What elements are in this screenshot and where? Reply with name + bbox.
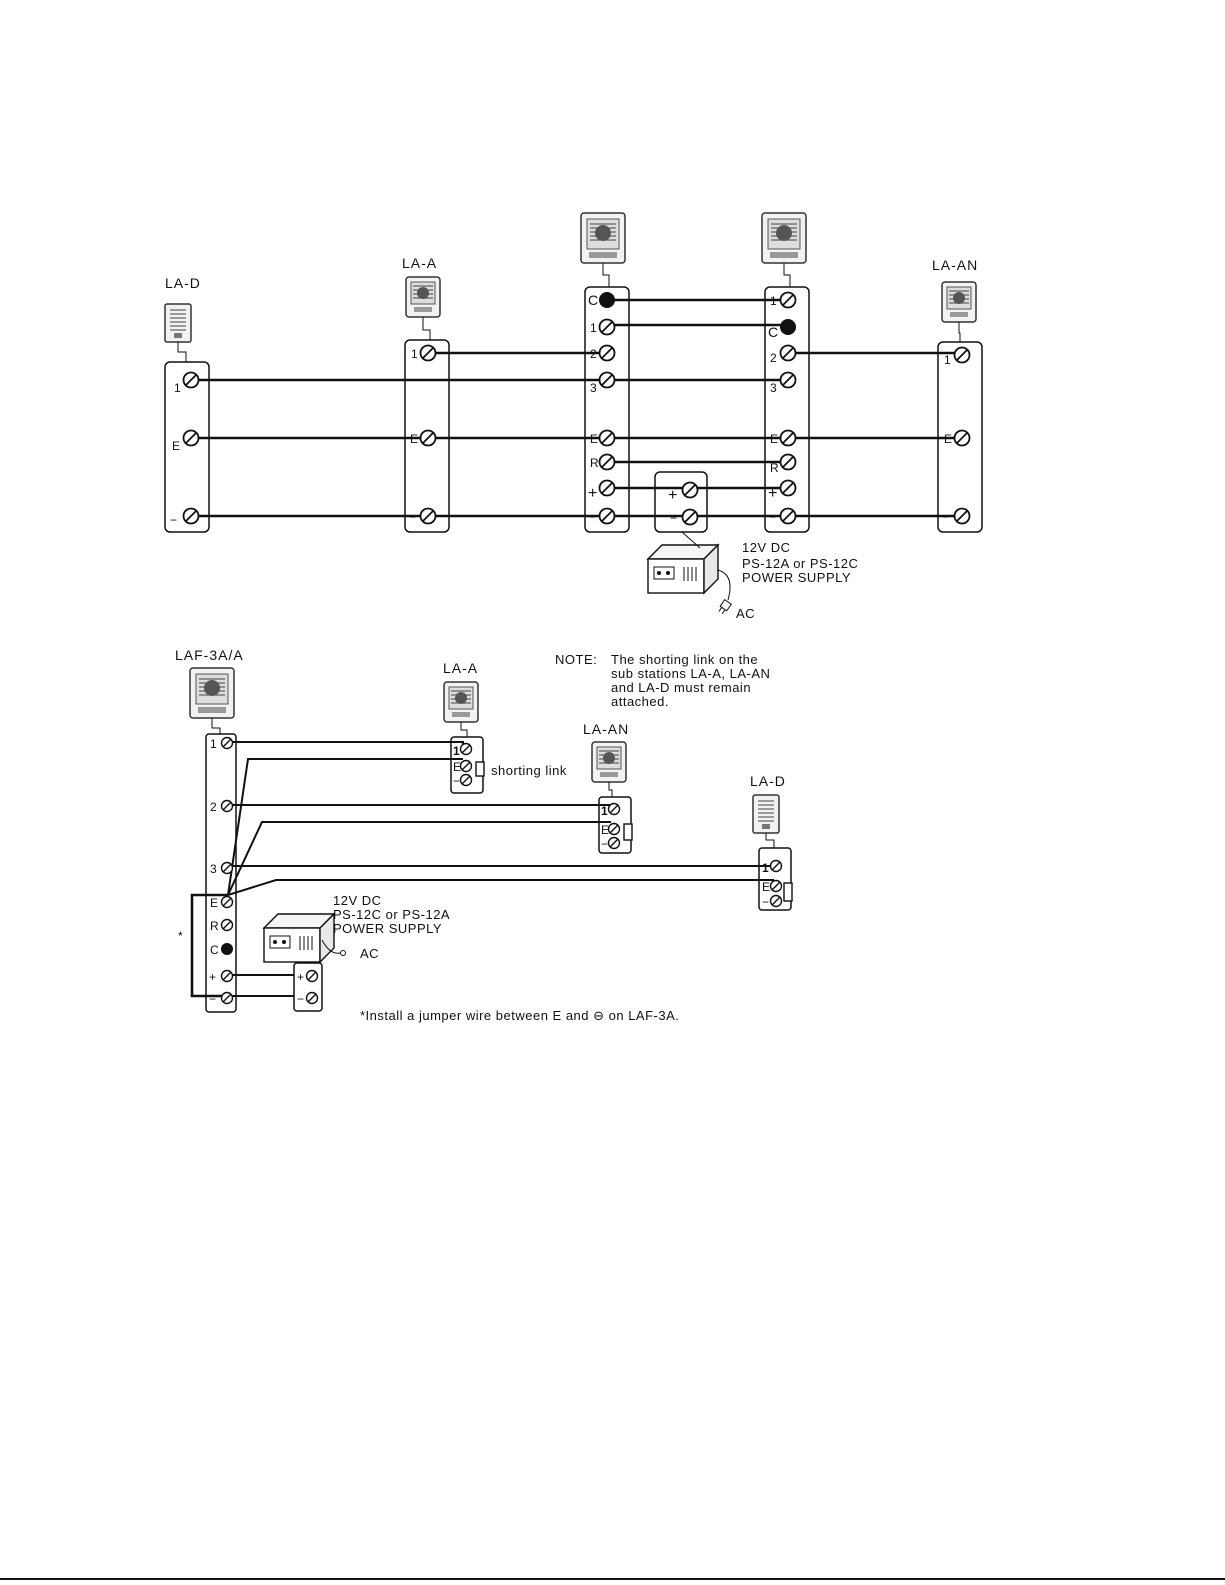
top-psu-line1: 12V DC <box>742 540 791 555</box>
jumper-wire <box>190 893 228 998</box>
terminal-label: E <box>172 439 180 453</box>
top-laa-label: LA-A <box>402 255 437 271</box>
bottom-psu-line2: PS-12C or PS-12A <box>333 907 450 922</box>
terminal-label: 3 <box>210 862 217 876</box>
master2-cable <box>783 263 791 287</box>
bottom-laan-image <box>591 741 627 783</box>
note-line2: sub stations LA-A, LA-AN <box>611 666 770 681</box>
top-diagram: LA-D LA-A LA-AN 1 E − 1 E − C 1 2 3 E R … <box>164 212 983 621</box>
terminal-label: − <box>769 510 776 524</box>
terminal-label: 1 <box>210 737 217 751</box>
lad-cable <box>177 342 187 362</box>
terminal-label: 1 <box>601 804 608 818</box>
terminal-label: 1 <box>411 347 418 361</box>
psu-terminal-strip <box>654 471 708 533</box>
top-lad-label: LA-D <box>165 275 201 291</box>
master1-terminal-strip <box>584 286 630 533</box>
master-station-2-image <box>761 212 807 264</box>
terminal-label: 3 <box>770 381 777 395</box>
shorting-link-label: shorting link <box>491 763 567 778</box>
bottom-psu-line1: 12V DC <box>333 893 382 908</box>
bottom-laa-label: LA-A <box>443 660 478 676</box>
terminal-label: E <box>601 823 609 837</box>
terminal-label: − <box>762 895 769 909</box>
master2-terminal-strip <box>764 286 810 533</box>
bottom-laa-image <box>443 681 479 723</box>
bottom-power-supply-image <box>263 913 335 963</box>
terminal-label: 3 <box>590 381 597 395</box>
bottom-diagram: LAF-3A/A LA-A LA-AN LA-D NOTE: The short… <box>175 647 793 1023</box>
bottom-psu-line3: POWER SUPPLY <box>333 921 442 936</box>
master-station-1-image <box>580 212 626 264</box>
terminal-label: 1 <box>174 381 181 395</box>
terminal-label: R <box>590 456 599 470</box>
terminal-label: + <box>297 970 304 984</box>
terminal-label: E <box>762 880 770 894</box>
terminal-label: C <box>768 324 778 340</box>
terminal-label: E <box>210 896 218 910</box>
terminal-label: 1 <box>453 744 460 758</box>
terminal-label: − <box>453 774 460 788</box>
master1-cable <box>602 263 610 287</box>
page-bottom-rule <box>0 1578 1225 1580</box>
terminal-label: − <box>409 510 416 524</box>
terminal-label: E <box>410 432 418 446</box>
terminal-label: − <box>589 510 596 524</box>
terminal-label: E <box>453 760 461 774</box>
bottom-lad-image <box>752 794 780 834</box>
top-psu-ac: AC <box>736 606 755 621</box>
top-wires <box>190 298 965 518</box>
terminal-label: + <box>768 485 777 502</box>
terminal-label: + <box>588 485 597 502</box>
note-line1: The shorting link on the <box>611 652 758 667</box>
lad-terminal-strip <box>164 361 210 533</box>
top-laan-label: LA-AN <box>932 257 978 273</box>
terminal-label: 2 <box>770 351 777 365</box>
terminal-label: − <box>170 513 177 527</box>
bottom-laf-label: LAF-3A/A <box>175 647 244 663</box>
note-label: NOTE: <box>555 652 597 667</box>
laan-sub-station-image <box>941 281 977 323</box>
note-line3: and LA-D must remain <box>611 680 751 695</box>
top-psu-line2: PS-12A or PS-12C <box>742 556 858 571</box>
terminal-label: R <box>210 919 219 933</box>
terminal-label: 1 <box>590 321 597 335</box>
terminal-label: R <box>770 461 779 475</box>
lad-door-station-image <box>164 303 192 343</box>
jumper-footnote: *Install a jumper wire between E and ⊖ o… <box>360 1008 679 1023</box>
bottom-lad-label: LA-D <box>750 773 786 789</box>
bottom-psu-ac: AC <box>360 946 379 961</box>
terminal-label: − <box>297 992 304 1006</box>
terminal-label: 1 <box>770 294 777 308</box>
laa-cable <box>422 317 431 340</box>
terminal-label: E <box>590 432 598 446</box>
note-line4: attached. <box>611 694 669 709</box>
laf-master-station-image <box>189 667 235 719</box>
terminal-label: C <box>210 943 219 957</box>
top-power-supply-image <box>647 544 719 594</box>
terminal-label: + <box>209 970 216 984</box>
terminal-label: E <box>770 432 778 446</box>
laan-cable <box>958 322 961 342</box>
terminal-label: E <box>944 432 952 446</box>
jumper-asterisk: * <box>178 929 183 943</box>
top-psu-line3: POWER SUPPLY <box>742 570 851 585</box>
terminal-label: − <box>601 837 608 851</box>
terminal-label: 2 <box>590 347 597 361</box>
terminal-label: 1 <box>762 861 769 875</box>
terminal-label: 1 <box>944 353 951 367</box>
ac-plug-icon <box>718 599 732 615</box>
terminal-label: − <box>942 510 949 524</box>
terminal-label: − <box>670 511 677 525</box>
bottom-laan-label: LA-AN <box>583 721 629 737</box>
terminal-label: C <box>588 292 598 308</box>
terminal-label: − <box>209 992 216 1006</box>
terminal-label: 2 <box>210 800 217 814</box>
laa-sub-station-image <box>405 276 441 318</box>
terminal-label: + <box>668 487 677 504</box>
